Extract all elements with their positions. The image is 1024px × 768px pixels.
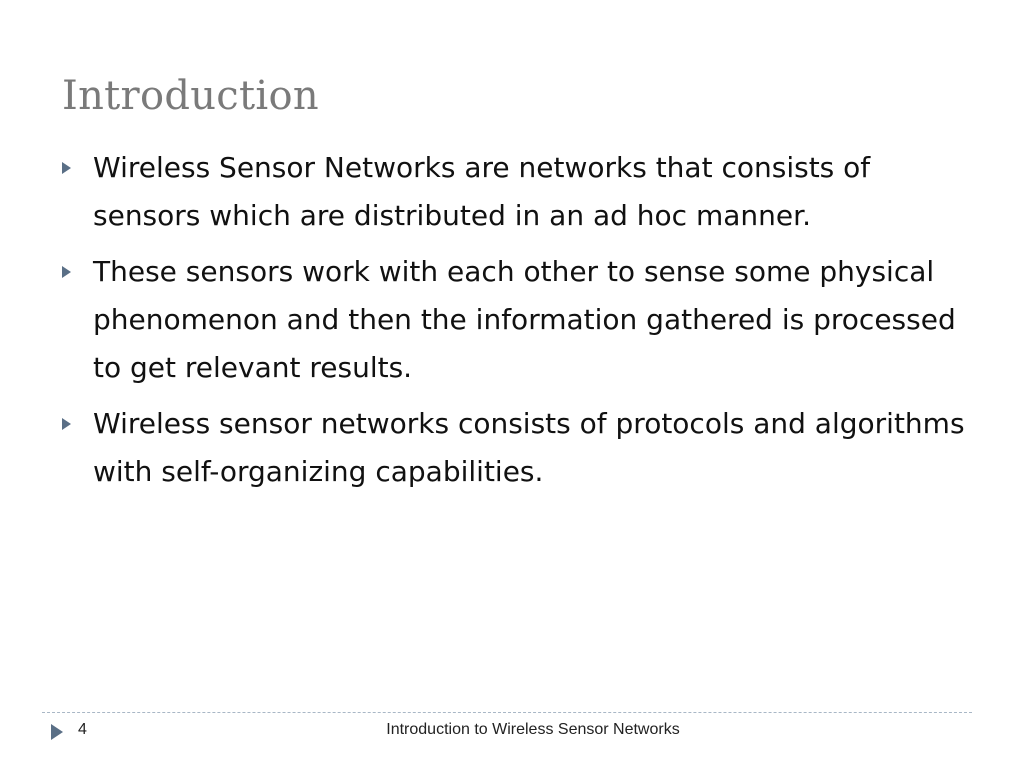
bullet-text: Wireless Sensor Networks are networks th… (93, 151, 871, 232)
bullet-text: These sensors work with each other to se… (93, 255, 956, 384)
triangle-right-icon (62, 418, 71, 430)
bullet-item: Wireless sensor networks consists of pro… (62, 400, 972, 496)
footer-divider (42, 712, 972, 713)
footer-presentation-title: Introduction to Wireless Sensor Networks (386, 721, 680, 738)
bullet-item: These sensors work with each other to se… (62, 248, 972, 392)
slide-title: Introduction (62, 73, 319, 119)
triangle-right-icon (62, 266, 71, 278)
footer-triangle-icon (51, 724, 63, 740)
bullet-text: Wireless sensor networks consists of pro… (93, 407, 965, 488)
bullet-item: Wireless Sensor Networks are networks th… (62, 144, 972, 240)
triangle-right-icon (62, 162, 71, 174)
slide-page-number: 4 (78, 721, 87, 738)
bullet-list: Wireless Sensor Networks are networks th… (62, 144, 972, 504)
